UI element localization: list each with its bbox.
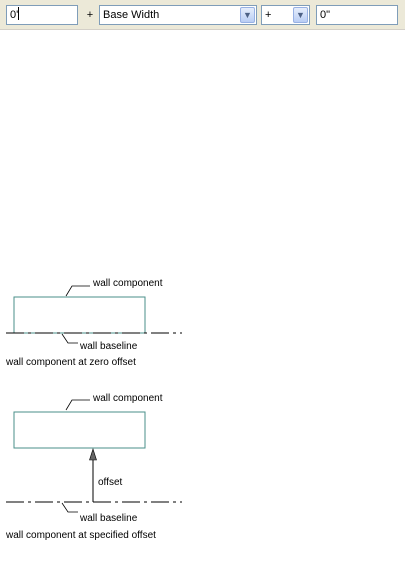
offset-label: offset <box>98 477 122 488</box>
distance-input[interactable]: 0' <box>6 5 78 25</box>
baseline-label: wall baseline <box>79 341 138 352</box>
component-leader <box>65 285 90 297</box>
operator-select[interactable]: + ▼ <box>261 5 310 25</box>
offset-value: 0" <box>320 9 331 21</box>
component-leader <box>65 399 90 411</box>
chevron-down-icon[interactable]: ▼ <box>240 7 255 23</box>
chevron-down-icon[interactable]: ▼ <box>293 7 308 23</box>
offset-toolbar: 0' + Base Width ▼ + ▼ 0" <box>0 0 405 30</box>
distance-value: 0' <box>10 9 19 21</box>
component-label: wall component <box>92 278 163 289</box>
text-caret <box>18 7 20 20</box>
diagram-caption: wall component at zero offset <box>5 357 136 368</box>
arrow-up-icon <box>89 448 97 461</box>
wall-component-box <box>13 296 146 334</box>
operator-value: + <box>265 9 272 21</box>
diagram-caption: wall component at specified offset <box>5 530 156 541</box>
base-option-value: Base Width <box>103 9 160 21</box>
baseline-leader <box>61 502 78 513</box>
wall-component-box <box>13 411 146 449</box>
baseline-label: wall baseline <box>79 513 138 524</box>
baseline-leader <box>61 333 78 344</box>
component-label: wall component <box>92 393 163 404</box>
offset-input[interactable]: 0" <box>316 5 398 25</box>
diagram-specified-offset: wall component offset wall baseline wall… <box>5 393 182 541</box>
plus-sign: + <box>86 9 94 21</box>
diagram-zero-offset: wall component wall baseline wall compon… <box>5 278 182 368</box>
base-option-select[interactable]: Base Width ▼ <box>99 5 257 25</box>
